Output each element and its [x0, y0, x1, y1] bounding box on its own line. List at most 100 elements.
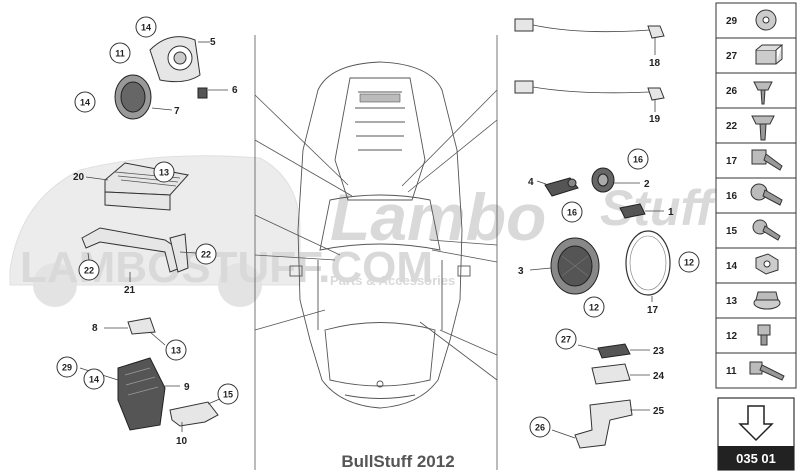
svg-text:27: 27	[561, 335, 571, 345]
callout: 15	[217, 383, 239, 405]
part-label: 4	[528, 177, 534, 188]
part-label: 18	[649, 58, 661, 69]
callout: 16	[627, 148, 649, 170]
speaker-2	[591, 167, 615, 193]
watermark-tagline: Parts & Accessories	[330, 273, 455, 288]
clip-8	[127, 317, 156, 335]
callouts: 14 11 14 13 22 22 13 29 14 15 16 16 12 1…	[56, 16, 700, 438]
callout: 12	[678, 251, 700, 273]
part-label: 25	[653, 406, 665, 417]
module-23	[597, 343, 631, 359]
flange-nut-icon	[753, 291, 781, 310]
torx-bolt-icon	[750, 183, 783, 206]
callout: 26	[529, 416, 551, 438]
part-label: 5	[210, 37, 216, 48]
callout: 12	[583, 296, 605, 318]
svg-text:16: 16	[567, 208, 577, 218]
callout: 16	[561, 201, 583, 223]
svg-text:15: 15	[223, 390, 233, 400]
callout: 14	[74, 91, 96, 113]
car-outline	[289, 61, 471, 409]
page-reference-box[interactable]: 035 01	[717, 397, 795, 471]
cap-screw-icon	[757, 324, 771, 346]
pan-screw-icon	[753, 81, 773, 105]
speaker-3	[550, 237, 600, 295]
arrow-down-icon	[738, 405, 774, 442]
connector-1	[619, 203, 646, 219]
legend-number: 29	[726, 16, 738, 27]
svg-text:14: 14	[141, 23, 151, 33]
part-label: 23	[653, 346, 665, 357]
cable-19	[514, 80, 665, 101]
control-unit-9	[117, 357, 166, 431]
svg-text:22: 22	[84, 266, 94, 276]
svg-text:12: 12	[684, 258, 694, 268]
socket-bolt-icon	[752, 219, 781, 241]
hex-nut-icon	[755, 253, 779, 275]
watermark-wheel	[33, 263, 77, 307]
hardware-legend: 29 27 26 22 17 16 15 14 13 12 11	[715, 2, 797, 389]
legend-number: 14	[726, 261, 738, 272]
gasket-17	[625, 230, 671, 296]
part-labels: 5 6 7 20 21 8 9 10 18 19 4 2 1 3 17 23 2…	[73, 37, 674, 447]
square-nut-icon	[755, 44, 784, 65]
part-label: 19	[649, 114, 661, 125]
callout: 27	[555, 328, 577, 350]
bracket-10	[169, 401, 219, 427]
callout: 13	[153, 161, 175, 183]
callout: 14	[135, 16, 157, 38]
screw-6	[197, 87, 208, 99]
legend-number: 26	[726, 86, 738, 97]
part-label: 9	[184, 382, 190, 393]
leader-lines	[254, 35, 498, 470]
part-label: 3	[518, 266, 524, 277]
module-24	[591, 363, 631, 385]
legend-number: 12	[726, 331, 738, 342]
part-label: 8	[92, 323, 98, 334]
svg-text:13: 13	[171, 346, 181, 356]
amplifier-20	[104, 162, 189, 211]
svg-text:29: 29	[62, 363, 72, 373]
svg-text:22: 22	[201, 250, 211, 260]
callout: 22	[195, 243, 217, 265]
legend-number: 27	[726, 51, 738, 62]
hex-bolt-icon	[751, 149, 783, 171]
watermark-car-silhouette	[9, 155, 301, 286]
callout: 22	[78, 259, 100, 281]
part-label: 17	[647, 305, 659, 316]
sensor-4	[544, 177, 579, 197]
part-label: 21	[124, 285, 136, 296]
legend-number: 11	[726, 366, 737, 377]
long-bolt-icon	[749, 361, 785, 381]
svg-text:26: 26	[535, 423, 545, 433]
part-label: 24	[653, 371, 665, 382]
footer-credit: BullStuff 2012	[341, 452, 454, 471]
part-label: 20	[73, 172, 85, 183]
cable-18	[514, 18, 665, 39]
legend-number: 16	[726, 191, 738, 202]
svg-text:14: 14	[80, 98, 90, 108]
svg-text:12: 12	[589, 303, 599, 313]
part-label: 7	[174, 106, 180, 117]
part-label: 6	[232, 85, 238, 96]
speaker-housing	[149, 36, 201, 83]
bracket-25	[574, 399, 633, 449]
legend-number: 17	[726, 156, 738, 167]
watermark-script: Stuff	[600, 180, 717, 236]
legend-number: 15	[726, 226, 738, 237]
part-label: 1	[668, 207, 674, 218]
watermark-wheel	[218, 263, 262, 307]
callout: 13	[165, 339, 187, 361]
washer-icon	[755, 9, 777, 31]
svg-text:16: 16	[633, 155, 643, 165]
bracket-21	[81, 227, 189, 273]
part-label: 10	[176, 436, 188, 447]
speaker-7	[114, 74, 152, 120]
flange-screw-icon	[751, 115, 775, 141]
legend-number: 22	[726, 121, 738, 132]
callout: 29	[56, 356, 78, 378]
svg-text:14: 14	[89, 375, 99, 385]
legend-number: 13	[726, 296, 738, 307]
svg-text:11: 11	[115, 49, 125, 59]
